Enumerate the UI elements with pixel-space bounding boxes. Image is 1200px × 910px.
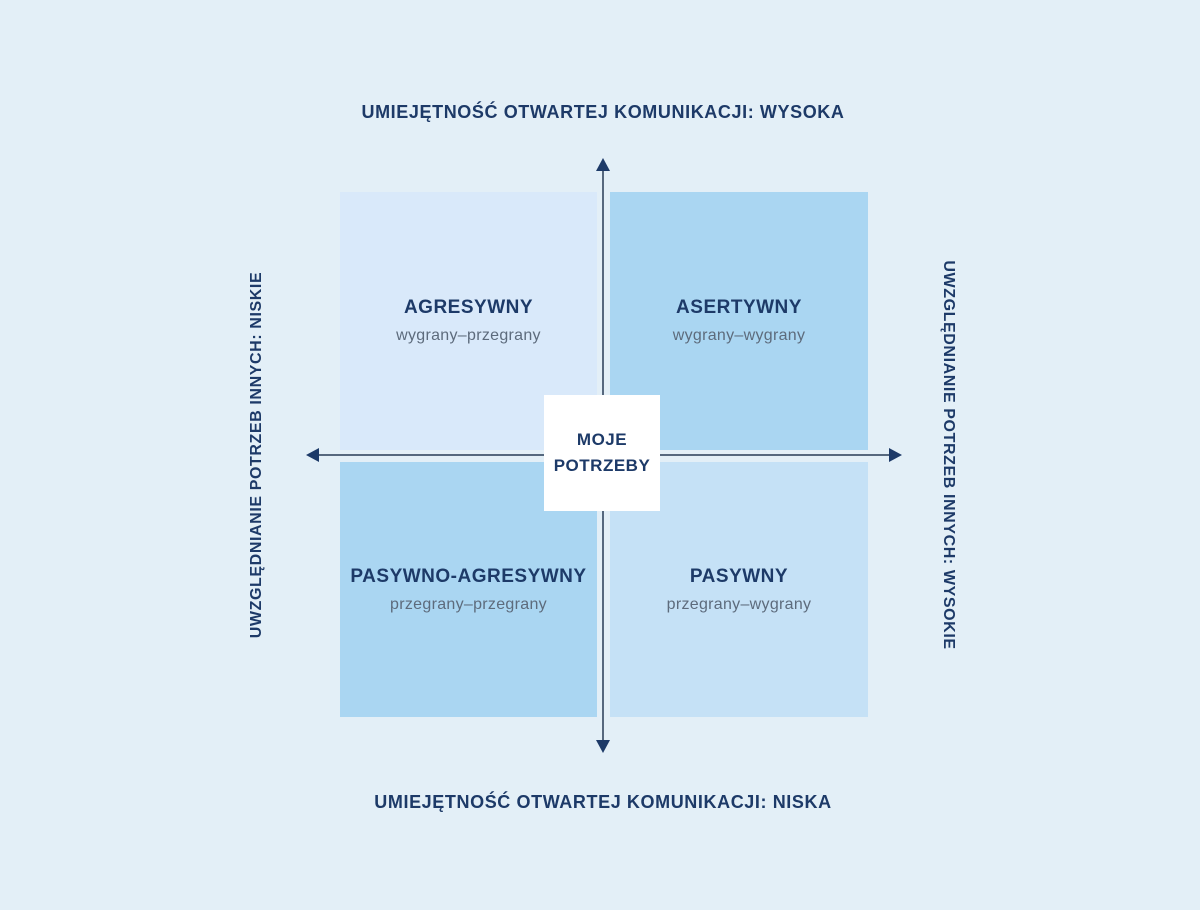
quadrant-title: PASYWNO-AGRESYWNY [350, 565, 587, 587]
center-box-my-needs: MOJE POTRZEBY [544, 395, 660, 511]
quadrant-asertywny: ASERTYWNY wygrany–wygrany [610, 192, 868, 450]
arrow-up-icon [596, 158, 610, 171]
axis-label-top-open-communication-high: UMIEJĘTNOŚĆ OTWARTEJ KOMUNIKACJI: WYSOKA [361, 102, 845, 122]
center-box-line1: MOJE [576, 429, 628, 449]
arrow-left-icon [306, 448, 319, 462]
quadrant-agresywny: AGRESYWNY wygrany–przegrany [340, 192, 597, 450]
arrow-down-icon [596, 740, 610, 753]
quadrant-subtitle: wygrany–wygrany [672, 327, 806, 344]
axis-label-bottom-open-communication-low: UMIEJĘTNOŚĆ OTWARTEJ KOMUNIKACJI: NISKA [374, 792, 832, 812]
quadrant-title: ASERTYWNY [676, 297, 802, 318]
axis-label-right-others-needs-high: UWZGLĘDNIANIE POTRZEB INNYCH: WYSOKIE [940, 260, 957, 650]
arrow-right-icon [889, 448, 902, 462]
quadrant-subtitle: przegrany–wygrany [666, 595, 812, 613]
quadrant-pasywny: PASYWNY przegrany–wygrany [610, 462, 868, 717]
quadrant-title: PASYWNY [689, 565, 789, 587]
center-box-line2: POTRZEBY [553, 456, 651, 475]
axis-label-left-others-needs-low: UWZGLĘDNIANIE POTRZEB INNYCH: NISKIE [248, 271, 265, 639]
quadrant-subtitle: przegrany–przegrany [390, 595, 547, 613]
quadrant-subtitle: wygrany–przegrany [396, 327, 541, 344]
quadrant-title: AGRESYWNY [403, 297, 534, 318]
